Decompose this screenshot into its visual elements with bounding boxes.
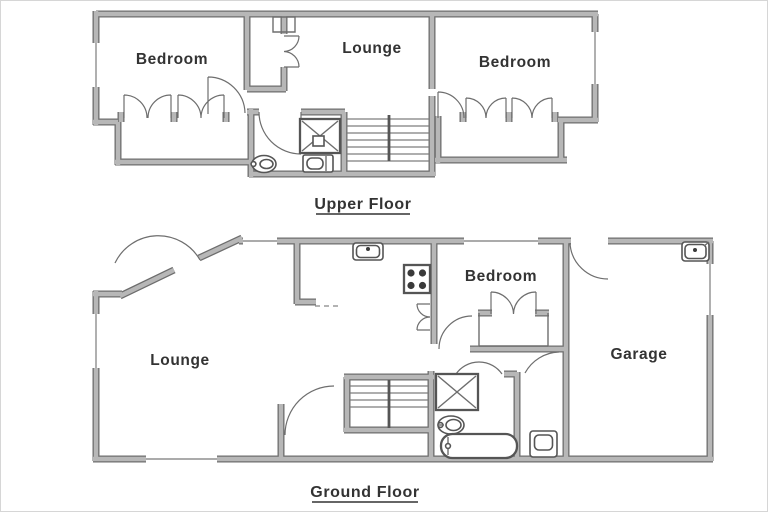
window-lines bbox=[95, 240, 711, 460]
shower-icon bbox=[298, 117, 342, 155]
svg-text:Upper Floor: Upper Floor bbox=[314, 196, 411, 213]
ground-floor-title: Ground Floor bbox=[310, 484, 419, 503]
door-arcs-ground bbox=[114, 235, 609, 436]
sink-icon bbox=[250, 154, 277, 174]
upper-floor-title: Upper Floor bbox=[314, 196, 411, 215]
room-label-bedroom-left: Bedroom bbox=[136, 51, 208, 68]
door-arcs-upper bbox=[123, 35, 553, 155]
kitchen-sink-icon bbox=[352, 242, 384, 261]
staircase-ground bbox=[350, 380, 428, 428]
shower-icon bbox=[434, 372, 480, 412]
room-label-lounge-ground: Lounge bbox=[150, 352, 210, 369]
room-label-lounge-upper: Lounge bbox=[342, 40, 402, 57]
stove-icon bbox=[402, 263, 432, 295]
room-label-garage: Garage bbox=[610, 346, 667, 363]
room-label-bedroom-right: Bedroom bbox=[479, 54, 551, 71]
toilet-icon bbox=[529, 430, 558, 458]
window-lines bbox=[95, 32, 596, 87]
bathtub-icon bbox=[439, 432, 519, 460]
duct-outline bbox=[272, 16, 296, 33]
room-label-bedroom-ground: Bedroom bbox=[465, 268, 537, 285]
walls bbox=[93, 11, 598, 177]
svg-text:Ground Floor: Ground Floor bbox=[310, 484, 419, 501]
ground-floor-plan: Lounge Bedroom Garage Ground Floor bbox=[93, 235, 713, 503]
sink-icon bbox=[437, 415, 465, 435]
toilet-icon bbox=[302, 154, 334, 173]
staircase-upper bbox=[347, 115, 429, 162]
upper-floor-plan: Bedroom Lounge Bedroom Upper Floor bbox=[93, 11, 598, 215]
wardrobe-outline bbox=[478, 313, 549, 347]
garage-sink-icon bbox=[681, 241, 710, 262]
